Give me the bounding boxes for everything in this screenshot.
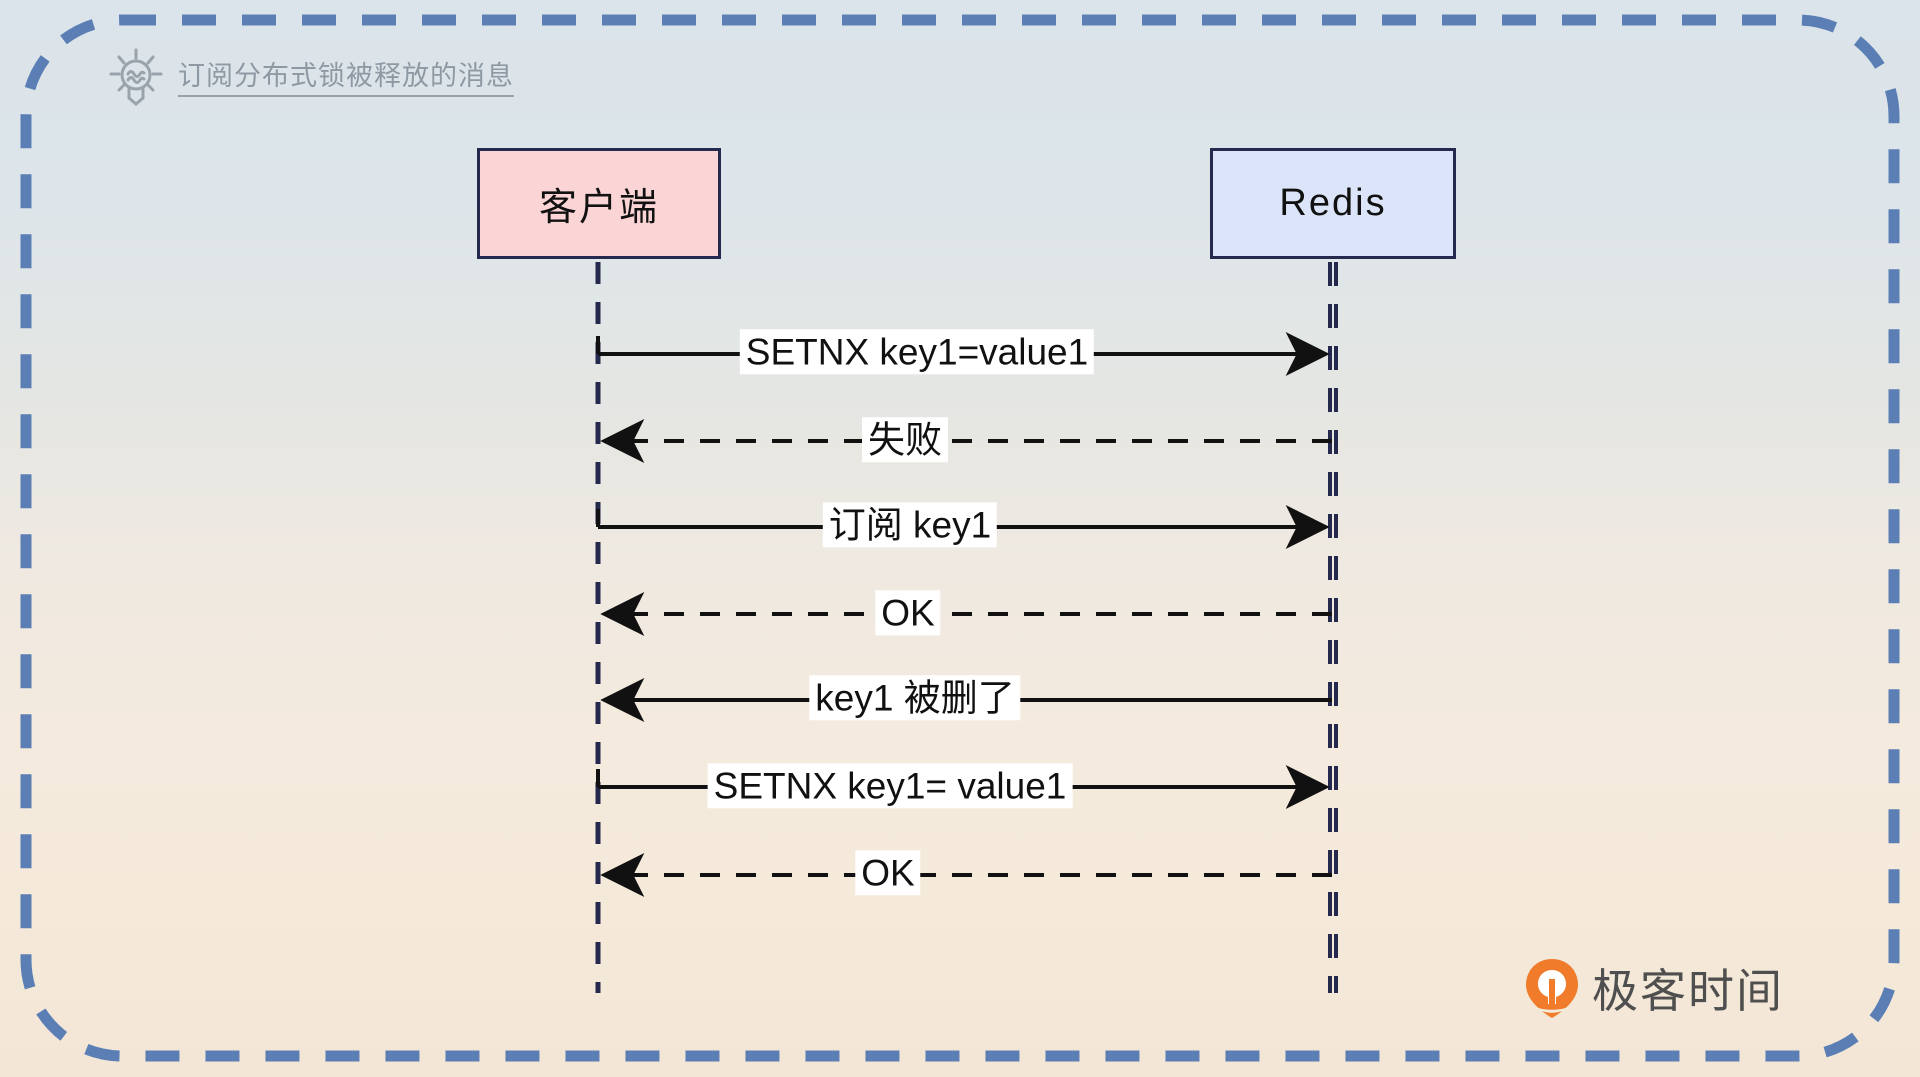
message-label-6: SETNX key1= value1: [707, 763, 1073, 809]
lightbulb-icon: [109, 48, 163, 106]
participant-box-redis[interactable]: Redis: [1210, 148, 1456, 259]
message-label-7: OK: [855, 850, 921, 896]
participant-box-client[interactable]: 客户端: [477, 148, 721, 259]
participant-label-redis: Redis: [1279, 182, 1387, 224]
geektime-brand-text: 极客时间: [1592, 965, 1784, 1017]
message-label-4: OK: [875, 590, 941, 636]
participant-label-client: 客户端: [538, 187, 659, 229]
message-label-1: SETNX key1=value1: [739, 329, 1095, 375]
title-row: 订阅分布式锁被释放的消息: [108, 48, 514, 110]
geektime-logo: 极客时间: [1524, 955, 1784, 1021]
message-label-2: 失败: [862, 417, 948, 463]
geektime-mark-icon: [1526, 959, 1578, 1018]
message-label-5: key1 被删了: [809, 675, 1021, 721]
message-label-3: 订阅 key1: [822, 502, 998, 548]
diagram-title: 订阅分布式锁被释放的消息: [178, 61, 514, 98]
